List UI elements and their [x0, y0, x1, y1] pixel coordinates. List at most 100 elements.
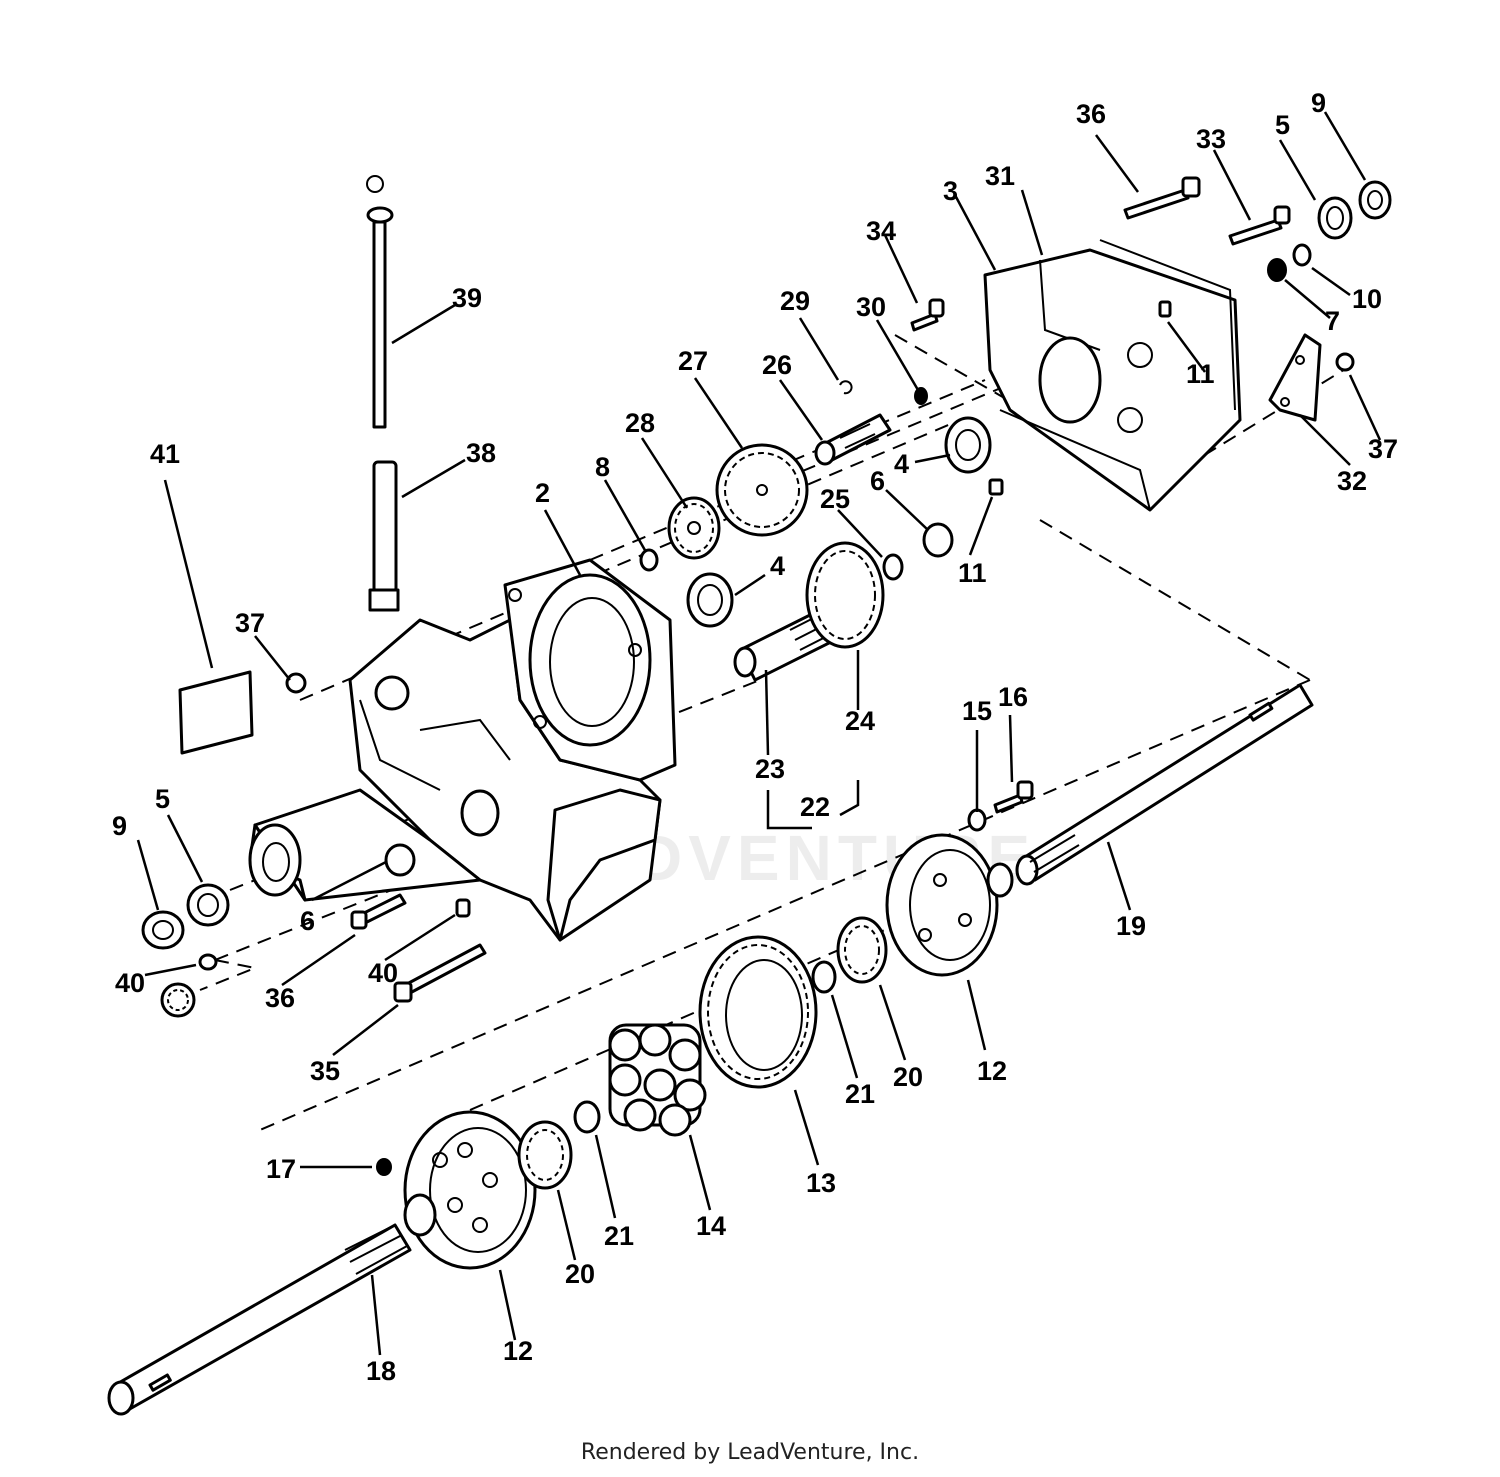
- washer-21-lower: [573, 1100, 601, 1134]
- callout-4-lower: 4: [770, 551, 785, 581]
- dowel-pin-11a: [1158, 300, 1172, 318]
- callout-2: 2: [535, 478, 550, 508]
- callout-13: 13: [806, 1168, 836, 1198]
- callout-37-right: 37: [1368, 434, 1398, 464]
- callout-29: 29: [780, 286, 810, 316]
- callout-6-upper: 6: [870, 466, 885, 496]
- callout-36-lower: 36: [265, 983, 295, 1013]
- callout-9-lower: 9: [112, 811, 127, 841]
- gear-20-upper: [836, 916, 888, 984]
- washer-15: [967, 808, 987, 832]
- bushing-6-upper: [922, 522, 954, 558]
- callout-25: 25: [820, 484, 850, 514]
- callout-15: 15: [962, 696, 992, 726]
- callout-9-upper: 9: [1311, 88, 1326, 118]
- callout-3: 3: [943, 176, 958, 206]
- washer-30: [914, 387, 928, 405]
- gear-20-lower: [517, 1120, 573, 1190]
- callout-19: 19: [1116, 911, 1146, 941]
- callout-40-left: 40: [115, 968, 145, 998]
- bushing-6-lower: [384, 843, 416, 877]
- pin-40-right: [455, 898, 471, 918]
- shaft-gear-assembly: [733, 541, 885, 682]
- callout-7: 7: [1325, 306, 1340, 336]
- callout-39: 39: [452, 283, 482, 313]
- callout-36-upper: 36: [1076, 99, 1106, 129]
- nut-lower: [285, 672, 307, 694]
- bearing-4-upper: [944, 416, 992, 474]
- callout-12-lower: 12: [503, 1336, 533, 1366]
- carrier-lower-12: [403, 1110, 537, 1270]
- gear-28: [667, 496, 721, 560]
- washer-10: [1292, 243, 1312, 267]
- bolt-34: [910, 298, 945, 332]
- leader-lines: [136, 111, 1382, 1356]
- callout-21-lower: 21: [604, 1221, 634, 1251]
- washer-25: [882, 553, 904, 581]
- retaining-ring-29: [839, 380, 853, 395]
- callout-8: 8: [595, 452, 610, 482]
- callout-5-upper: 5: [1275, 110, 1290, 140]
- callout-21-upper: 21: [845, 1079, 875, 1109]
- small-gear: [160, 982, 196, 1018]
- callout-40-right: 40: [368, 958, 398, 988]
- shaft-26: [814, 413, 892, 466]
- callout-18: 18: [366, 1356, 396, 1386]
- bushing-7: [1267, 258, 1287, 282]
- pin-40-left: [198, 953, 218, 971]
- nut-upper: [1335, 352, 1355, 372]
- callout-labels: 39 38 41 37 2 8 28 27 26 29 30 34 3 31 3…: [112, 88, 1398, 1386]
- bolt-33: [1228, 205, 1291, 246]
- callout-41: 41: [150, 439, 180, 469]
- washer-21-upper: [811, 960, 837, 994]
- bolt-lower-36: [350, 893, 407, 930]
- case-half: [503, 558, 677, 782]
- callout-33: 33: [1196, 124, 1226, 154]
- sprocket-27: [715, 443, 809, 537]
- callout-11-lower: 11: [958, 558, 987, 588]
- cover-plate: [983, 239, 1242, 512]
- callout-11-upper: 11: [1186, 359, 1215, 389]
- ring-gear-13: [698, 935, 818, 1089]
- carrier-upper-12: [885, 833, 1014, 977]
- callout-34: 34: [866, 216, 896, 246]
- callout-35: 35: [310, 1056, 340, 1086]
- bolt-16: [993, 780, 1034, 814]
- bearing-lower-5: [186, 883, 230, 927]
- callout-14: 14: [696, 1211, 726, 1241]
- callout-30: 30: [856, 292, 886, 322]
- callout-5-lower: 5: [155, 784, 170, 814]
- callout-22: 22: [800, 792, 830, 822]
- seal-lower-9: [141, 910, 185, 950]
- transaxle-housing: [248, 618, 662, 942]
- callout-20-lower: 20: [565, 1259, 595, 1289]
- seal-upper-9: [1358, 180, 1392, 220]
- callout-20-upper: 20: [893, 1062, 923, 1092]
- callout-32: 32: [1337, 466, 1367, 496]
- callout-31: 31: [985, 161, 1015, 191]
- dipstick-tube: [368, 460, 400, 612]
- callout-28: 28: [625, 408, 655, 438]
- mounting-bracket: [1268, 333, 1322, 422]
- bearing-4-lower: [686, 572, 734, 628]
- axle-right: [1015, 683, 1314, 886]
- callout-12-upper: 12: [977, 1056, 1007, 1086]
- callout-38: 38: [466, 438, 496, 468]
- bolt-35: [393, 943, 487, 1003]
- callout-16: 16: [998, 682, 1028, 712]
- bushing-8: [639, 548, 659, 572]
- callout-17: 17: [266, 1154, 296, 1184]
- nut-17: [376, 1158, 392, 1176]
- dowel-pin-11b: [988, 478, 1004, 496]
- render-credit: Rendered by LeadVenture, Inc.: [580, 1440, 920, 1465]
- bearing-upper-5: [1317, 196, 1353, 240]
- callout-23: 23: [755, 754, 785, 784]
- callout-37-left: 37: [235, 608, 265, 638]
- callout-27: 27: [678, 346, 708, 376]
- callout-6-lower: 6: [300, 906, 315, 936]
- decal: [178, 670, 254, 755]
- callout-26: 26: [762, 350, 792, 380]
- dipstick: [366, 175, 394, 429]
- callout-10: 10: [1352, 284, 1382, 314]
